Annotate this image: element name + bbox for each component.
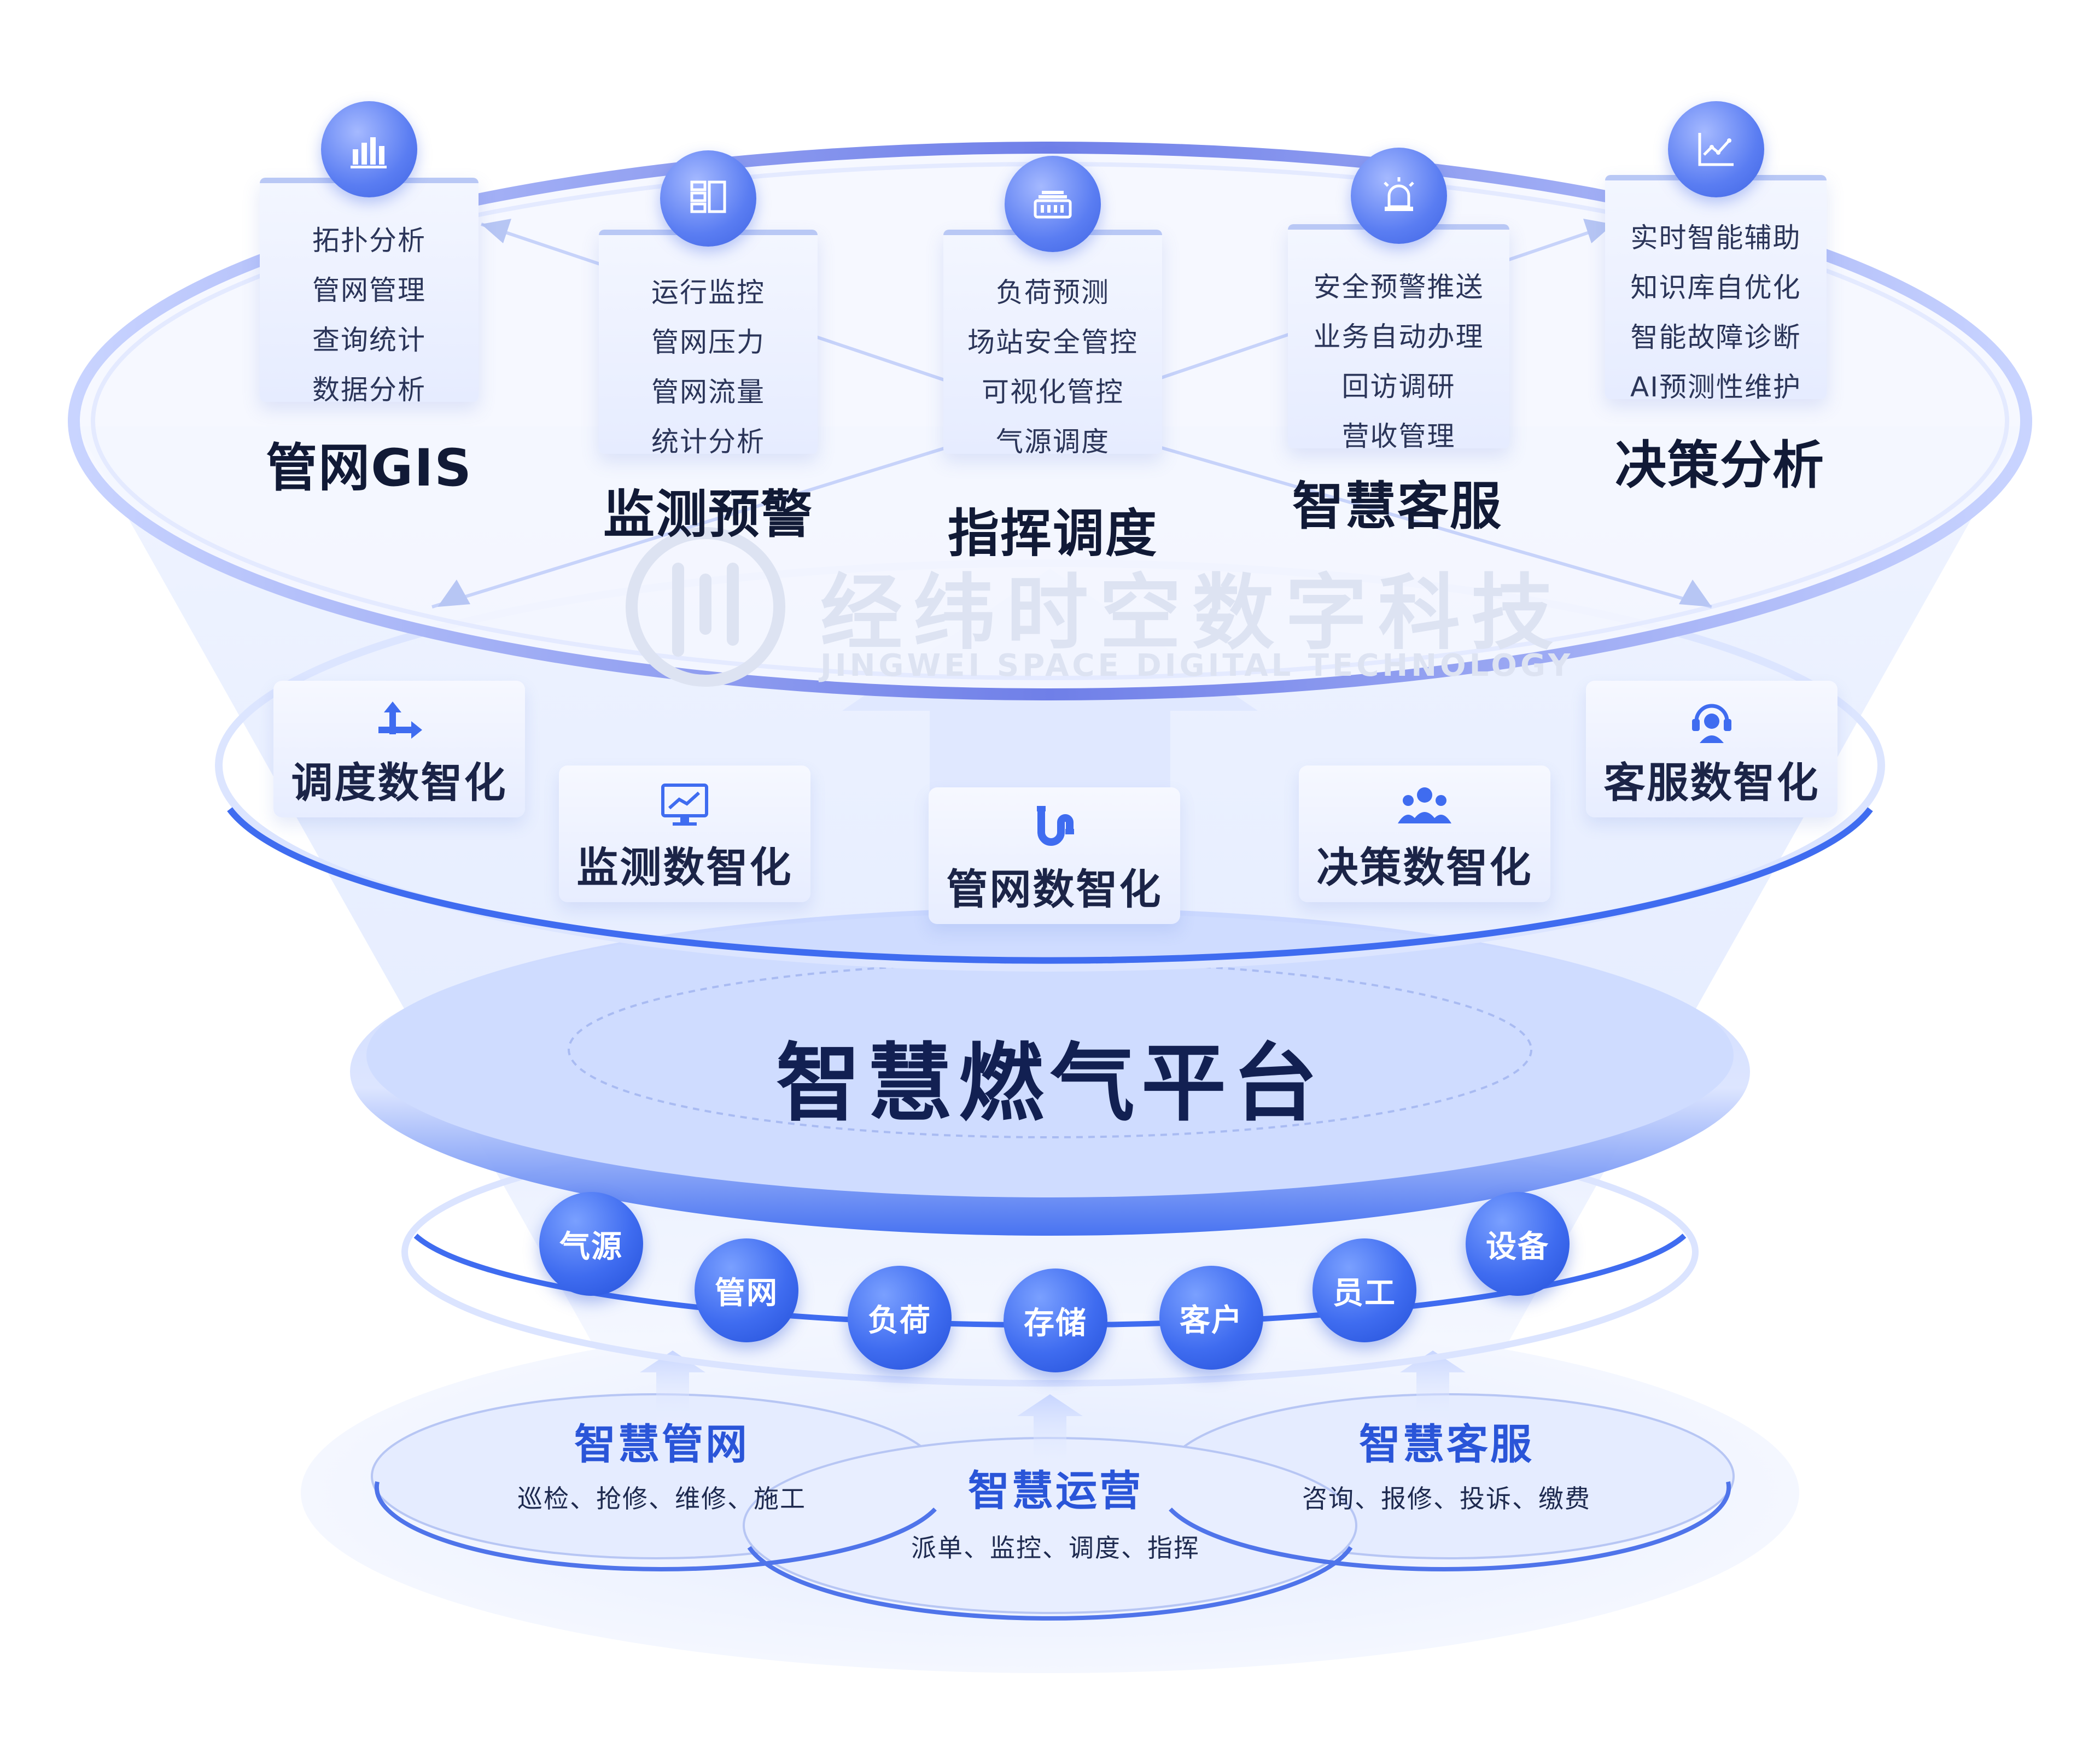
resource-ball: 管网 [695,1238,798,1342]
module-item: 查询统计 [312,324,426,356]
digital-tile-label: 调度数智化 [291,758,508,807]
module-item: 场站安全管控 [967,326,1138,358]
resource-ball: 负荷 [848,1266,952,1370]
module-item: 数据分析 [312,374,426,406]
bar-chart-icon [321,101,417,197]
resource-ball: 设备 [1466,1192,1570,1296]
foundation-subtitle: 巡检、抢修、维修、施工 [517,1484,806,1513]
module-item: 智能故障诊断 [1630,321,1801,353]
module-item: 回访调研 [1341,371,1456,402]
pipe-icon [1028,803,1081,854]
module-card-dispatch: 负荷预测 场站安全管控 可视化管控 气源调度 [943,230,1162,458]
module-item: AI预测性维护 [1630,371,1801,403]
line-graph-icon [1668,101,1764,197]
module-title-decision: 决策分析 [1614,436,1825,495]
module-card-monitor: 运行监控 管网压力 管网流量 统计分析 [599,230,818,458]
module-title-monitor: 监测预警 [603,485,814,545]
alarm-light-icon [1351,148,1447,244]
foundation-title: 智慧客服 [1359,1420,1534,1469]
module-item: 管网管理 [312,274,426,306]
resource-ball: 气源 [539,1192,643,1296]
foundation-subtitle: 派单、监控、调度、指挥 [911,1533,1200,1563]
watermark-cn: 经纬时空数字科技 [820,566,1565,661]
digital-tile-label: 决策数智化 [1316,843,1533,892]
module-card-service: 安全预警推送 业务自动办理 回访调研 营收管理 [1288,224,1509,452]
digital-tile-service: 客服数智化 [1586,681,1838,817]
grid-server-icon [660,150,756,247]
digital-tile-label: 客服数智化 [1603,758,1820,807]
module-item: 营收管理 [1341,420,1456,452]
module-item: 气源调度 [996,426,1110,458]
platform-title: 智慧燃气平台 [776,1034,1324,1133]
module-card-decision: 实时智能辅助 知识库自优化 智能故障诊断 AI预测性维护 [1605,175,1827,403]
digital-tile-label: 监测数智化 [576,843,793,892]
module-item: 运行监控 [651,277,765,308]
headset-icon [1685,696,1738,747]
digital-tile-monitor: 监测数智化 [559,765,810,902]
module-item: 统计分析 [651,426,765,458]
foundation-title: 智慧运营 [968,1466,1143,1515]
digital-tile-pipe: 管网数智化 [929,787,1180,924]
monitor-chart-icon [658,781,711,832]
team-icon [1395,781,1455,832]
watermark-en: JINGWEI SPACE DIGITAL TECHNOLOGY [820,648,1574,683]
digital-tile-dispatch: 调度数智化 [273,681,525,817]
module-title-gis: 管网GIS [266,439,472,498]
module-item: 负荷预测 [996,277,1110,308]
resource-ball: 客户 [1159,1266,1263,1370]
module-item: 知识库自优化 [1630,272,1801,303]
dispatch-arrows-icon [373,696,425,747]
resource-ball: 存储 [1004,1268,1107,1372]
control-console-icon [1005,156,1101,252]
module-item: 管网流量 [651,376,765,408]
module-card-gis: 拓扑分析 管网管理 查询统计 数据分析 [260,178,479,406]
resource-ball: 员工 [1312,1238,1416,1342]
module-item: 实时智能辅助 [1630,222,1801,254]
module-item: 安全预警推送 [1313,271,1484,303]
module-item: 可视化管控 [982,376,1124,408]
module-title-dispatch: 指挥调度 [947,504,1158,564]
foundation-subtitle: 咨询、报修、投诉、缴费 [1302,1484,1591,1513]
module-item: 管网压力 [651,326,765,358]
digital-tile-decision: 决策数智化 [1299,765,1550,902]
digital-tile-label: 管网数智化 [946,865,1163,914]
module-item: 拓扑分析 [312,225,426,256]
foundation-title: 智慧管网 [574,1420,749,1469]
module-item: 业务自动办理 [1313,321,1484,353]
module-title-service: 智慧客服 [1292,477,1503,536]
